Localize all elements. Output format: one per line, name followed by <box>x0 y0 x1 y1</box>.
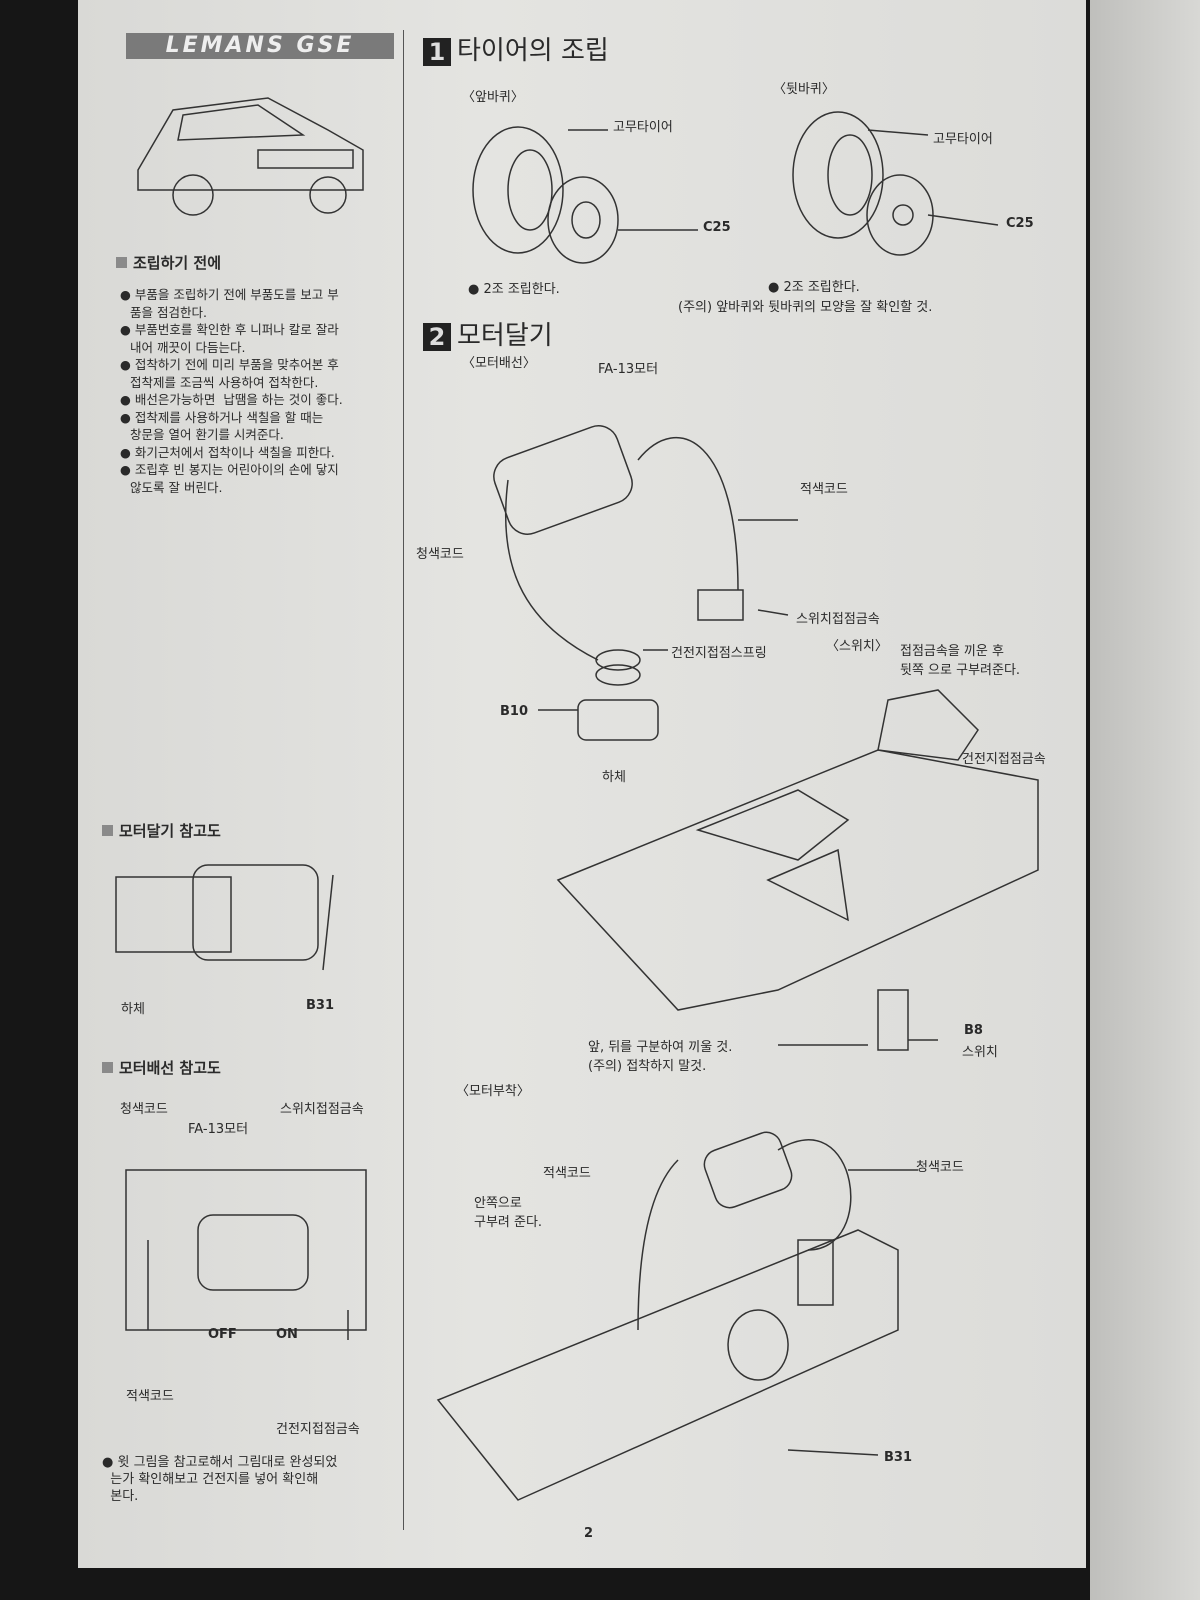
motor-mount-drawing <box>115 864 918 1501</box>
label-off: OFF <box>208 1327 237 1342</box>
insert-note: 앞, 뒤를 구분하여 끼울 것. (주의) 접착하지 말것. <box>588 1040 733 1074</box>
label-b8: B8 <box>964 1023 983 1038</box>
label-on: ON <box>276 1327 298 1342</box>
rear-tire-drawing <box>792 111 934 256</box>
list-item: ● 부품을 조립하기 전에 부품도를 보고 부 품을 점검한다. <box>120 287 339 320</box>
label-b10: B10 <box>500 704 528 719</box>
list-item: ● 부품번호를 확인한 후 니퍼나 칼로 잘라 내어 깨끗이 다듬는다. <box>120 322 339 355</box>
list-item: ● 조립후 빈 봉지는 어린아이의 손에 닿지 않도록 잘 버린다. <box>120 462 339 495</box>
chassis-drawing <box>556 689 1039 1051</box>
switch-note: 접점금속을 끼운 후 뒷쪽 으로 구부려준다. <box>900 644 1021 678</box>
diagram-illustrations <box>115 97 1039 1501</box>
label-b31: B31 <box>306 998 334 1013</box>
label-blue-cord: 청색코드 <box>416 547 464 562</box>
list-item: ● 접착제를 사용하거나 색칠을 할 때는 창문을 열어 환기를 시켜준다. <box>120 409 324 443</box>
list-item: ● 화기근처에서 접착이나 색칠을 피한다. <box>120 444 335 460</box>
label-fa13-motor: FA-13모터 <box>598 362 659 377</box>
label-switch-metal: 스위치접점금속 <box>796 612 880 627</box>
wiring-ref-heading: 모터배선 참고도 <box>102 1057 221 1078</box>
car-logo: LEMANS GSE <box>126 33 394 59</box>
label-blue-cord: 청색코드 <box>120 1102 168 1117</box>
assemble-note-rear: ● 2조 조립한다. <box>768 280 860 295</box>
label-motor: FA-13모터 <box>188 1122 249 1137</box>
caution-note: (주의) 앞바퀴와 뒷바퀴의 모양을 잘 확인할 것. <box>678 300 933 315</box>
bend-note: 안쪽으로 구부려 준다. <box>474 1196 543 1230</box>
label-spring: 건전지접점스프링 <box>671 646 767 661</box>
label-blue-cord-2: 청색코드 <box>916 1160 964 1175</box>
instruction-page: LEMANS GSE <box>78 0 1086 1568</box>
assemble-note-front: ● 2조 조립한다. <box>468 282 560 297</box>
column-divider <box>403 30 404 1530</box>
check-note: ● 윗 그림을 참고로해서 그림대로 완성되었 는가 확인해보고 건전지를 넣어… <box>102 1455 338 1504</box>
label-tire-front: 고무타이어 <box>613 120 673 135</box>
label-motor-mount: 〈모터부착〉 <box>456 1084 530 1099</box>
label-red-cord-2: 적색코드 <box>543 1166 591 1181</box>
motor-drawing <box>493 425 798 741</box>
label-switch-part: 스위치 <box>962 1045 998 1060</box>
label-b31: B31 <box>884 1450 912 1465</box>
label-red-cord: 적색코드 <box>800 482 848 497</box>
list-item: ● 접착하기 전에 미리 부품을 맞추어본 후 접착제를 조금씩 사용하여 접착… <box>120 357 339 390</box>
car-illustration <box>137 97 364 216</box>
label-c25-rear: C25 <box>1006 216 1034 231</box>
label-motor-wiring: 〈모터배선〉 <box>462 356 536 371</box>
label-body: 하체 <box>121 1002 145 1017</box>
label-red-cord: 적색코드 <box>126 1389 174 1404</box>
page-number: 2 <box>584 1526 594 1541</box>
before-assembly-heading: 조립하기 전에 <box>116 252 221 273</box>
label-rear-wheel: 〈뒷바퀴〉 <box>773 82 835 97</box>
label-tire-rear: 고무타이어 <box>933 132 993 147</box>
label-switch: 〈스위치〉 <box>826 639 888 654</box>
front-tire-drawing <box>472 126 619 264</box>
next-page-edge <box>1090 0 1200 1600</box>
label-body: 하체 <box>602 770 626 785</box>
label-switch-metal: 스위치접점금속 <box>280 1102 364 1117</box>
before-assembly-list: ● 부품을 조립하기 전에 부품도를 보고 부 품을 점검한다. ● 부품번호를… <box>118 286 343 496</box>
list-item: ● 배선은가능하면 납땜을 하는 것이 좋다. <box>120 392 343 407</box>
label-front-wheel: 〈앞바퀴〉 <box>462 90 524 105</box>
label-battery-metal: 건전지접점금속 <box>962 752 1046 767</box>
label-c25-front: C25 <box>703 220 731 235</box>
label-battery-metal: 건전지접점금속 <box>276 1422 360 1437</box>
motor-ref-heading: 모터달기 참고도 <box>102 820 221 841</box>
